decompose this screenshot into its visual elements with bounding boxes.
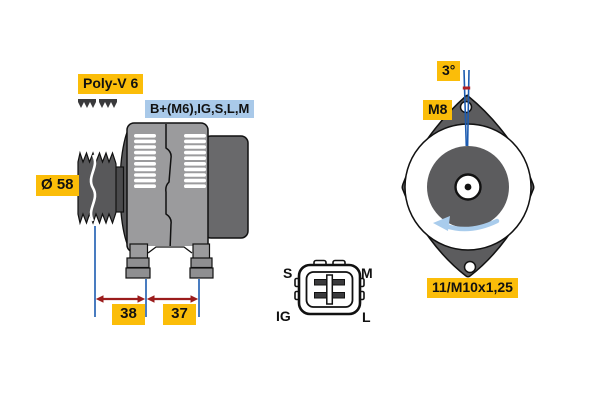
connector-pin-l-label: L bbox=[362, 309, 371, 325]
angle-reference-lines bbox=[462, 69, 471, 147]
belt-profile-icon bbox=[78, 99, 117, 108]
mounting-feet bbox=[125, 243, 214, 279]
cooling-fins bbox=[134, 134, 206, 188]
connector-pin-s-label: S bbox=[283, 265, 293, 281]
rotation-arrow-icon bbox=[433, 216, 500, 232]
connector-pin-ig-label: IG bbox=[276, 308, 291, 324]
dimension-lines bbox=[94, 226, 200, 317]
connector-icon bbox=[294, 259, 365, 316]
dimension-arrows bbox=[95, 295, 199, 303]
belt-type-label: Poly-V 6 bbox=[78, 74, 144, 94]
bottom-mount-hole bbox=[463, 260, 477, 274]
pulley-diameter-label: Ø 58 bbox=[36, 175, 79, 196]
body-bottom-edge bbox=[147, 246, 193, 254]
connector-key bbox=[326, 274, 334, 305]
front-housing bbox=[401, 94, 535, 278]
rear-housing bbox=[203, 135, 249, 239]
connector-pin-m-label: M bbox=[361, 265, 373, 281]
dimension-37-label: 37 bbox=[163, 304, 196, 325]
body-contour-line bbox=[165, 124, 172, 251]
terminals-label: B+(M6),IG,S,L,M bbox=[145, 100, 255, 119]
leg-gap bbox=[148, 246, 193, 283]
dimension-38-label: 38 bbox=[112, 304, 145, 325]
thread-label: M8 bbox=[423, 100, 453, 120]
tilt-angle-label: 3° bbox=[437, 61, 461, 81]
shaft-center-dot bbox=[464, 183, 472, 191]
pulley bbox=[77, 150, 125, 226]
mount-spec-label: 11/M10x1,25 bbox=[427, 278, 518, 298]
break-line bbox=[89, 154, 97, 222]
